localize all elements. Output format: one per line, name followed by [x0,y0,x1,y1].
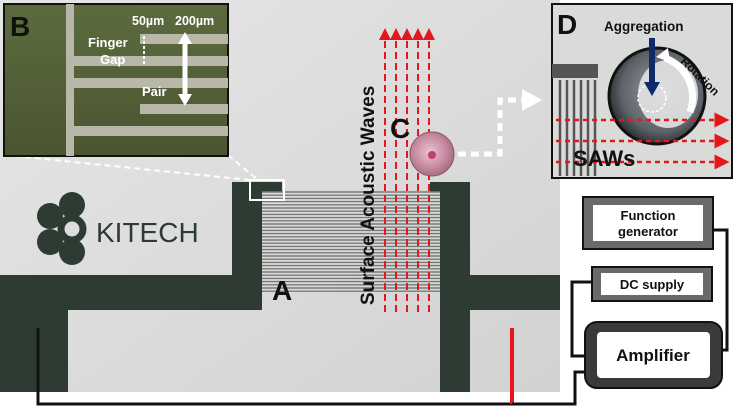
aggregation-arrowhead-icon [644,82,660,96]
droplet-to-inset-arrowhead-icon [522,89,542,111]
function-generator-line2: generator [618,224,678,239]
label-a: A [272,275,292,306]
label-b: B [10,11,30,42]
finger-label: Finger [88,35,128,50]
zoom-line-right [227,154,259,181]
inset-b: B 50µm 200µm Finger Gap Pair [3,3,229,157]
wire-to-amplifier-bottom [512,370,590,406]
zoom-line-left [4,154,251,181]
pair-arrowhead-up-icon [178,32,192,44]
droplet-center [428,151,436,159]
right-bus-top [430,182,470,192]
label-c: C [390,113,410,144]
kitech-logo: KITECH [37,192,199,265]
amplifier-label: Amplifier [616,346,690,365]
droplet-to-inset-arrow [458,97,522,157]
rotation-arrowhead-icon [656,48,670,62]
function-generator-line1: Function [621,208,676,223]
zoom-region-box [249,179,285,201]
inset-b-finger [74,78,228,88]
rotation-arc [663,54,697,114]
left-bus-top [232,182,282,192]
dc-supply-label: DC supply [620,277,685,292]
aggregation-label: Aggregation [604,19,684,34]
kitech-logo-text: KITECH [96,217,199,248]
inset-b-finger [74,126,228,136]
kitech-logo-mark-icon [37,192,87,265]
surface-acoustic-waves-label: Surface Acoustic Waves [358,86,379,305]
gap-label: Gap [100,52,125,67]
inset-d-fingers [552,64,598,176]
dc-supply: DC supply [591,266,713,302]
right-electrode [440,187,560,392]
inset-d: D Aggregation Rotation SAWs [551,3,733,179]
amplifier: Amplifier [584,321,723,389]
scale-200um: 200µm [175,14,214,28]
label-d: D [557,9,577,40]
saws-label: SAWs [573,146,635,171]
inset-d-saw-arrows [556,112,730,170]
pair-arrowhead-down-icon [178,94,192,106]
inset-b-finger [74,56,228,66]
inset-b-finger [140,104,228,114]
inset-b-bus [66,4,74,156]
left-electrode [0,187,262,392]
inset-d-bus [552,64,598,78]
wire-dc-to-amp [570,280,592,358]
idt-fingers [262,191,440,292]
scale-50um: 50µm [132,14,164,28]
function-generator: Function generator [582,196,714,250]
pair-label: Pair [142,84,167,99]
